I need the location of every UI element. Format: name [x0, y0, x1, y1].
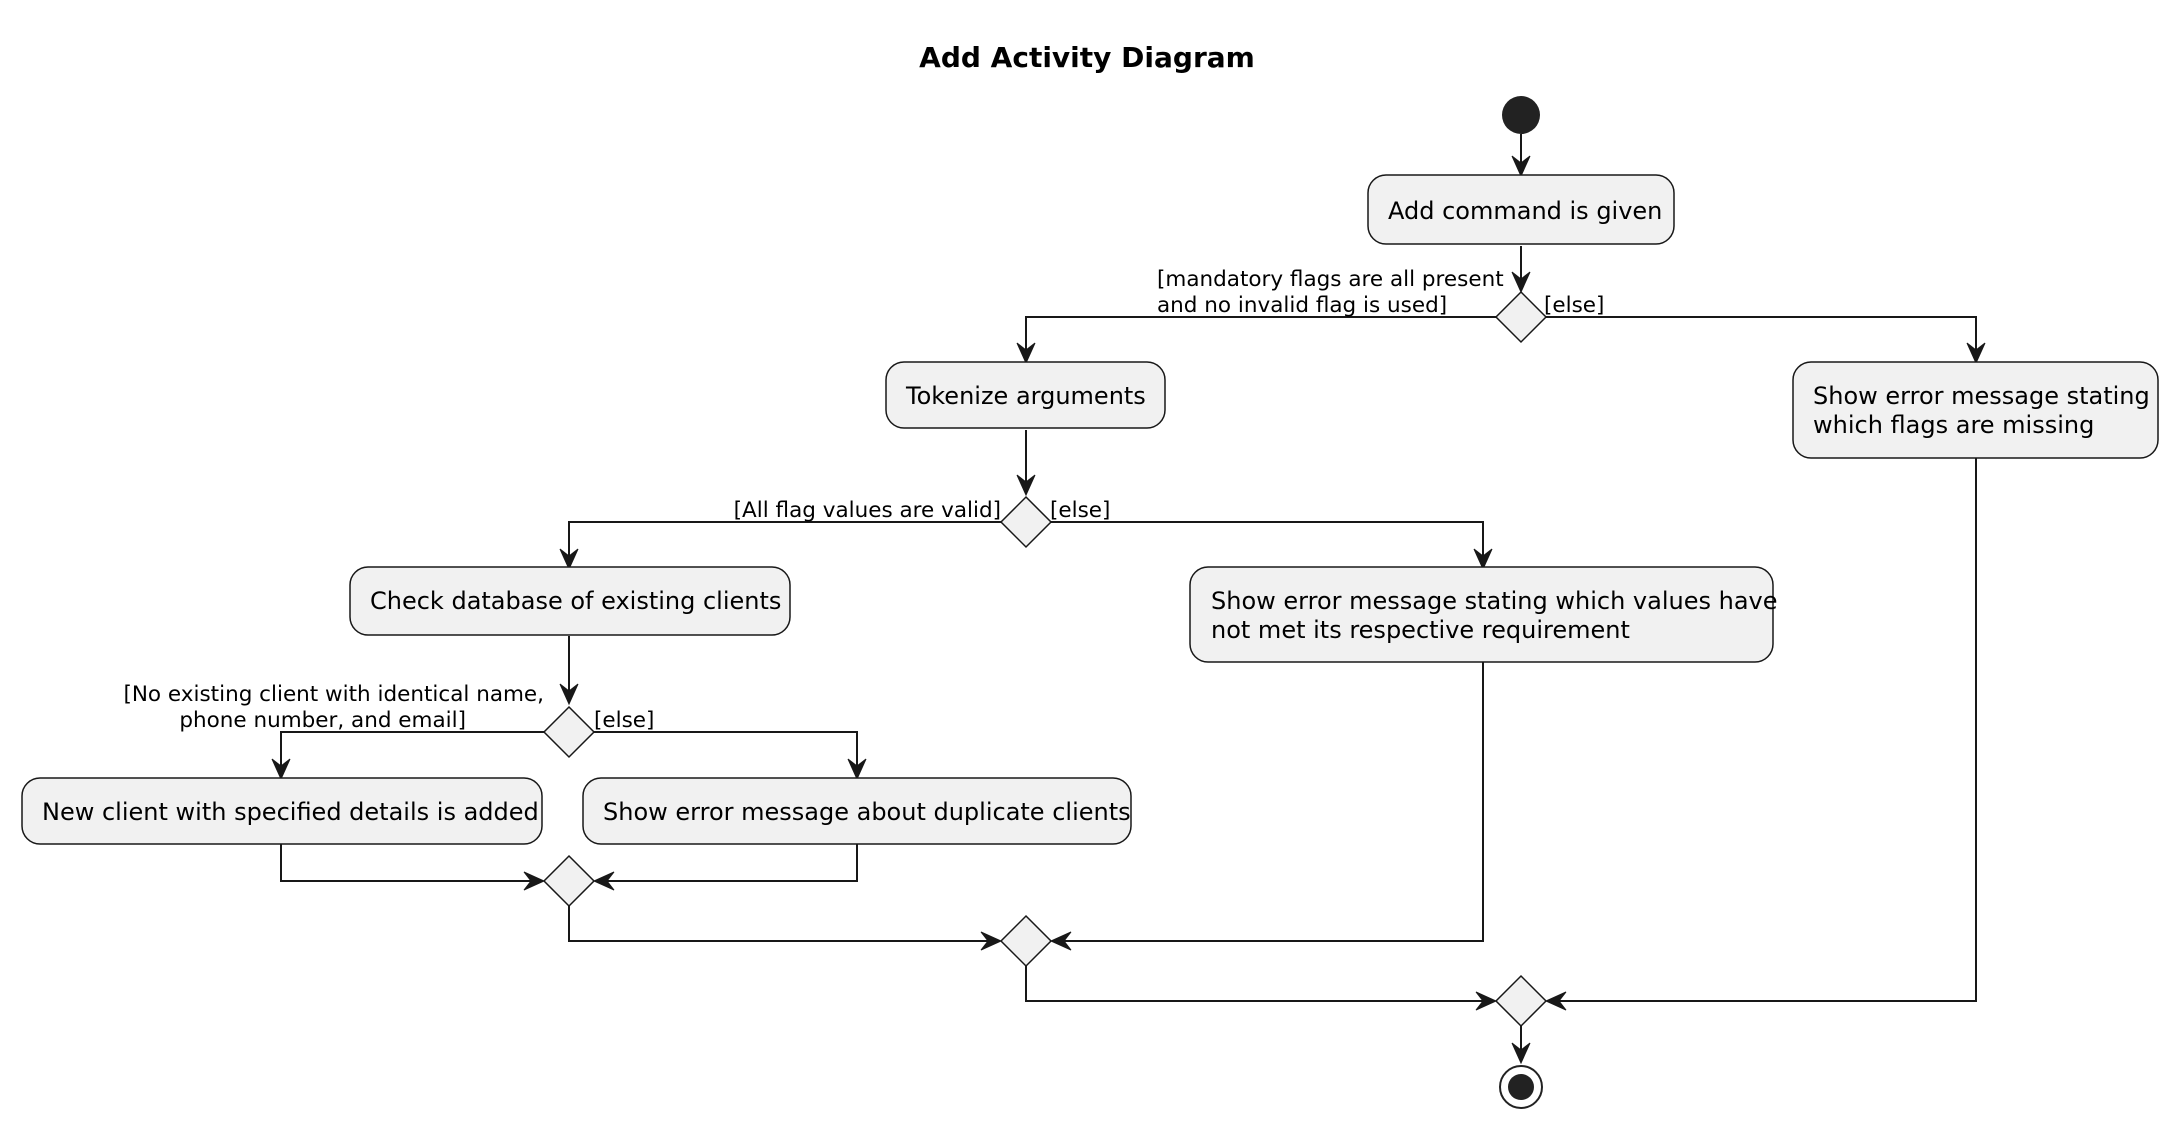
activity-check-database-label: Check database of existing clients	[370, 587, 781, 615]
guard-no-existing-client-line2: phone number, and email]	[179, 708, 466, 733]
merge-final	[1494, 974, 1548, 1028]
flow-arrowheads	[271, 155, 1986, 1065]
activity-add-command-label: Add command is given	[1388, 197, 1662, 225]
guard-else-1: [else]	[1544, 293, 1604, 318]
guard-mandatory-flags-line1: [mandatory flags are all present	[1157, 267, 1504, 292]
guard-labels: [mandatory flags are all present and no …	[123, 267, 1604, 733]
diagram-title: Add Activity Diagram	[919, 41, 1255, 74]
guard-mandatory-flags-line2: and no invalid flag is used]	[1157, 293, 1447, 318]
guard-all-valid: [All flag values are valid]	[734, 498, 1001, 523]
activity-error-duplicate: Show error message about duplicate clien…	[582, 777, 1132, 845]
decision-existing-client	[542, 705, 596, 759]
activity-error-flags-missing: Show error message stating which flags a…	[1792, 361, 2159, 459]
activity-tokenize: Tokenize arguments	[885, 361, 1166, 429]
activity-error-flags-missing-line2: which flags are missing	[1813, 411, 2094, 439]
activity-new-client-added-label: New client with specified details is add…	[42, 798, 539, 826]
activity-add-command: Add command is given	[1367, 174, 1675, 245]
activity-error-invalid-values: Show error message stating which values …	[1189, 566, 1778, 663]
decision-mandatory-flags	[1494, 290, 1548, 344]
end-node	[1499, 1065, 1543, 1109]
guard-else-3: [else]	[594, 708, 654, 733]
guard-no-existing-client-line1: [No existing client with identical name,	[123, 682, 544, 707]
guard-else-2: [else]	[1050, 498, 1110, 523]
activity-tokenize-label: Tokenize arguments	[905, 382, 1146, 410]
activity-check-database: Check database of existing clients	[349, 566, 791, 636]
activity-new-client-added: New client with specified details is add…	[21, 777, 543, 845]
decision-nodes	[542, 290, 1548, 1028]
activity-error-invalid-values-line1: Show error message stating which values …	[1211, 587, 1778, 615]
activity-error-flags-missing-line1: Show error message stating	[1813, 382, 2150, 410]
flow-lines	[280, 134, 1977, 1062]
merge-duplicate-check	[542, 854, 596, 908]
start-node	[1502, 96, 1540, 134]
decision-flag-values	[999, 495, 1053, 549]
activity-error-duplicate-label: Show error message about duplicate clien…	[603, 798, 1131, 826]
activity-error-invalid-values-line2: not met its respective requirement	[1211, 616, 1630, 644]
merge-flag-values	[999, 914, 1053, 968]
